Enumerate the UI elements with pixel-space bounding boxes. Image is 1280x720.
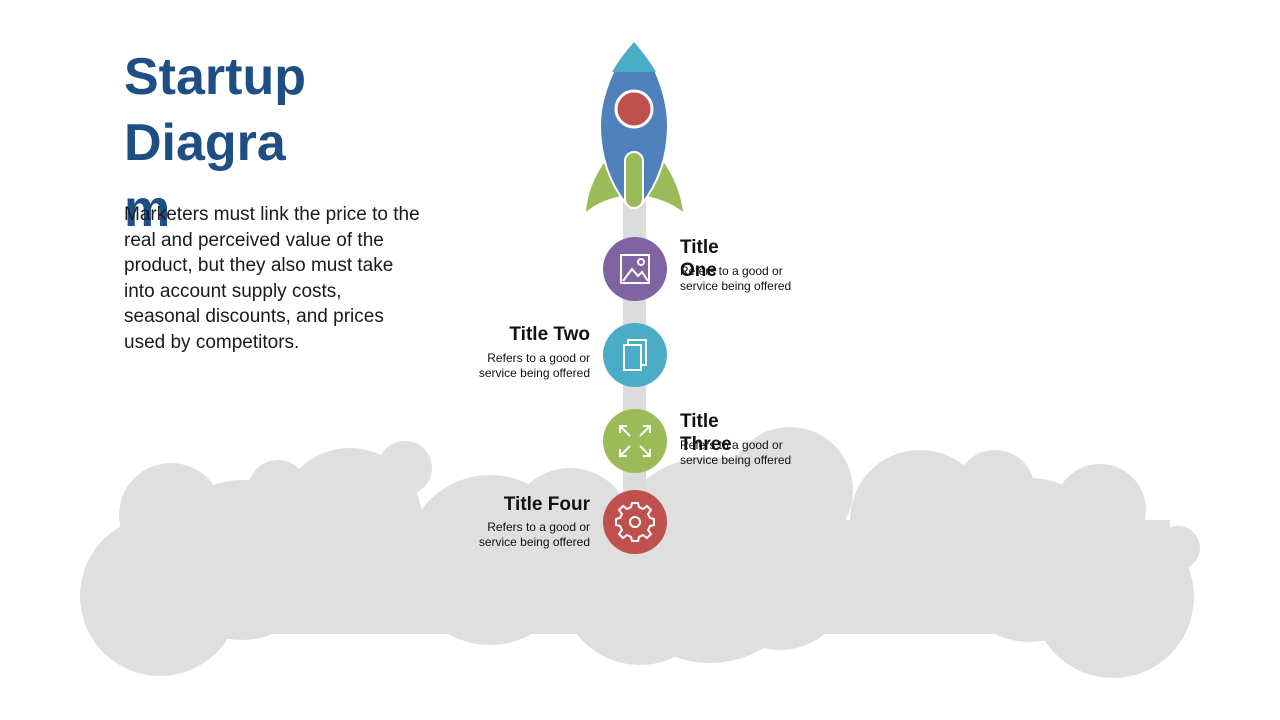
gear-icon <box>615 502 655 542</box>
step-desc-line: service being offered <box>478 535 590 549</box>
step-desc-line: Refers to a good or <box>680 264 783 278</box>
step-one-text: Title One <box>680 236 810 282</box>
step-circle-one <box>603 237 667 301</box>
step-desc-line: Refers to a good or <box>487 351 590 365</box>
step-two-desc: Refers to a good or service being offere… <box>440 351 590 381</box>
step-three-text: Title Three <box>680 410 810 456</box>
rocket-right-fin <box>646 160 683 212</box>
step-title: Title One <box>680 237 719 281</box>
slide-body-text: Marketers must link the price to the rea… <box>124 204 420 353</box>
step-title: Title Two <box>509 324 590 345</box>
rocket-window <box>614 89 654 129</box>
step-desc-line: Refers to a good or <box>487 520 590 534</box>
step-circle-four <box>603 490 667 554</box>
step-desc-line: Refers to a good or <box>680 438 783 452</box>
step-one-desc: Refers to a good or service being offere… <box>680 264 810 294</box>
step-circle-three <box>603 409 667 473</box>
step-desc-line: service being offered <box>680 453 792 467</box>
step-title: Title Three <box>680 411 732 455</box>
rocket-nose <box>612 42 656 72</box>
slide-title: Startup Diagram <box>124 48 306 238</box>
expand-arrows-icon <box>619 425 651 457</box>
step-four-text: Title Four <box>440 493 590 516</box>
rocket <box>586 42 683 212</box>
step-circle-two <box>603 323 667 387</box>
picture-icon <box>620 254 650 284</box>
step-desc-line: service being offered <box>478 366 590 380</box>
rocket-exhaust <box>624 151 644 209</box>
rocket-left-fin <box>586 160 622 212</box>
step-three-desc: Refers to a good or service being offere… <box>680 438 810 468</box>
step-title: Title Four <box>503 494 590 515</box>
copy-icon <box>623 339 647 371</box>
smoke-cloud <box>80 427 1200 678</box>
step-desc-line: service being offered <box>680 279 792 293</box>
step-four-desc: Refers to a good or service being offere… <box>440 520 590 550</box>
step-two-text: Title Two <box>440 323 590 346</box>
